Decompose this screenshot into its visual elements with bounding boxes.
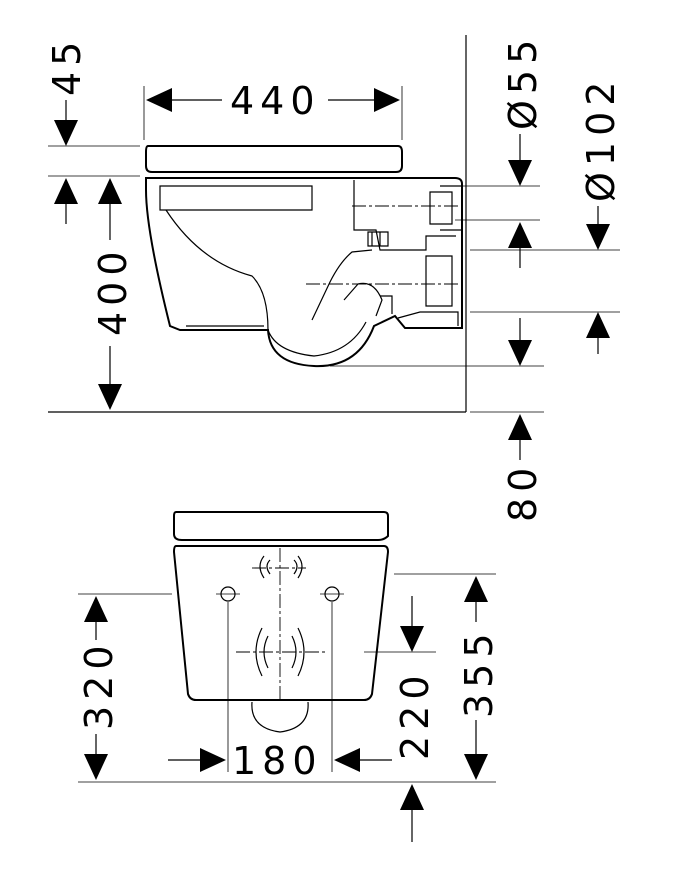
dimension-220: 220: [393, 596, 437, 842]
dimension-d55-label: Ø55: [501, 34, 545, 130]
dimension-80: 80: [501, 318, 545, 522]
dimension-d102-label: Ø102: [579, 76, 623, 202]
side-view: 440 45 400 Ø55: [45, 34, 623, 522]
dimension-320-label: 320: [77, 639, 121, 730]
dimension-80-label: 80: [501, 462, 545, 522]
dimension-320: 320: [77, 596, 121, 780]
dimension-355: 355: [457, 576, 501, 780]
dimension-180: 180: [168, 739, 392, 783]
dimension-440: 440: [146, 79, 400, 123]
dimension-d55: Ø55: [501, 34, 545, 268]
toilet-seat: [145, 145, 403, 173]
dimension-400-label: 400: [91, 245, 135, 336]
dimension-180-label: 180: [232, 739, 323, 783]
front-view: 180 320 220 355: [77, 511, 501, 842]
dimension-440-label: 440: [230, 79, 321, 123]
dimension-45: 45: [45, 36, 89, 224]
dimension-355-label: 355: [457, 627, 501, 718]
toilet-bowl: [145, 177, 463, 368]
front-seat: [173, 511, 389, 541]
dimension-45-label: 45: [45, 36, 89, 96]
dimension-220-label: 220: [393, 669, 437, 760]
front-bowl: [172, 545, 390, 701]
dimension-d102: Ø102: [579, 76, 623, 354]
dimension-400: 400: [91, 178, 135, 410]
front-outlet: [251, 701, 309, 733]
